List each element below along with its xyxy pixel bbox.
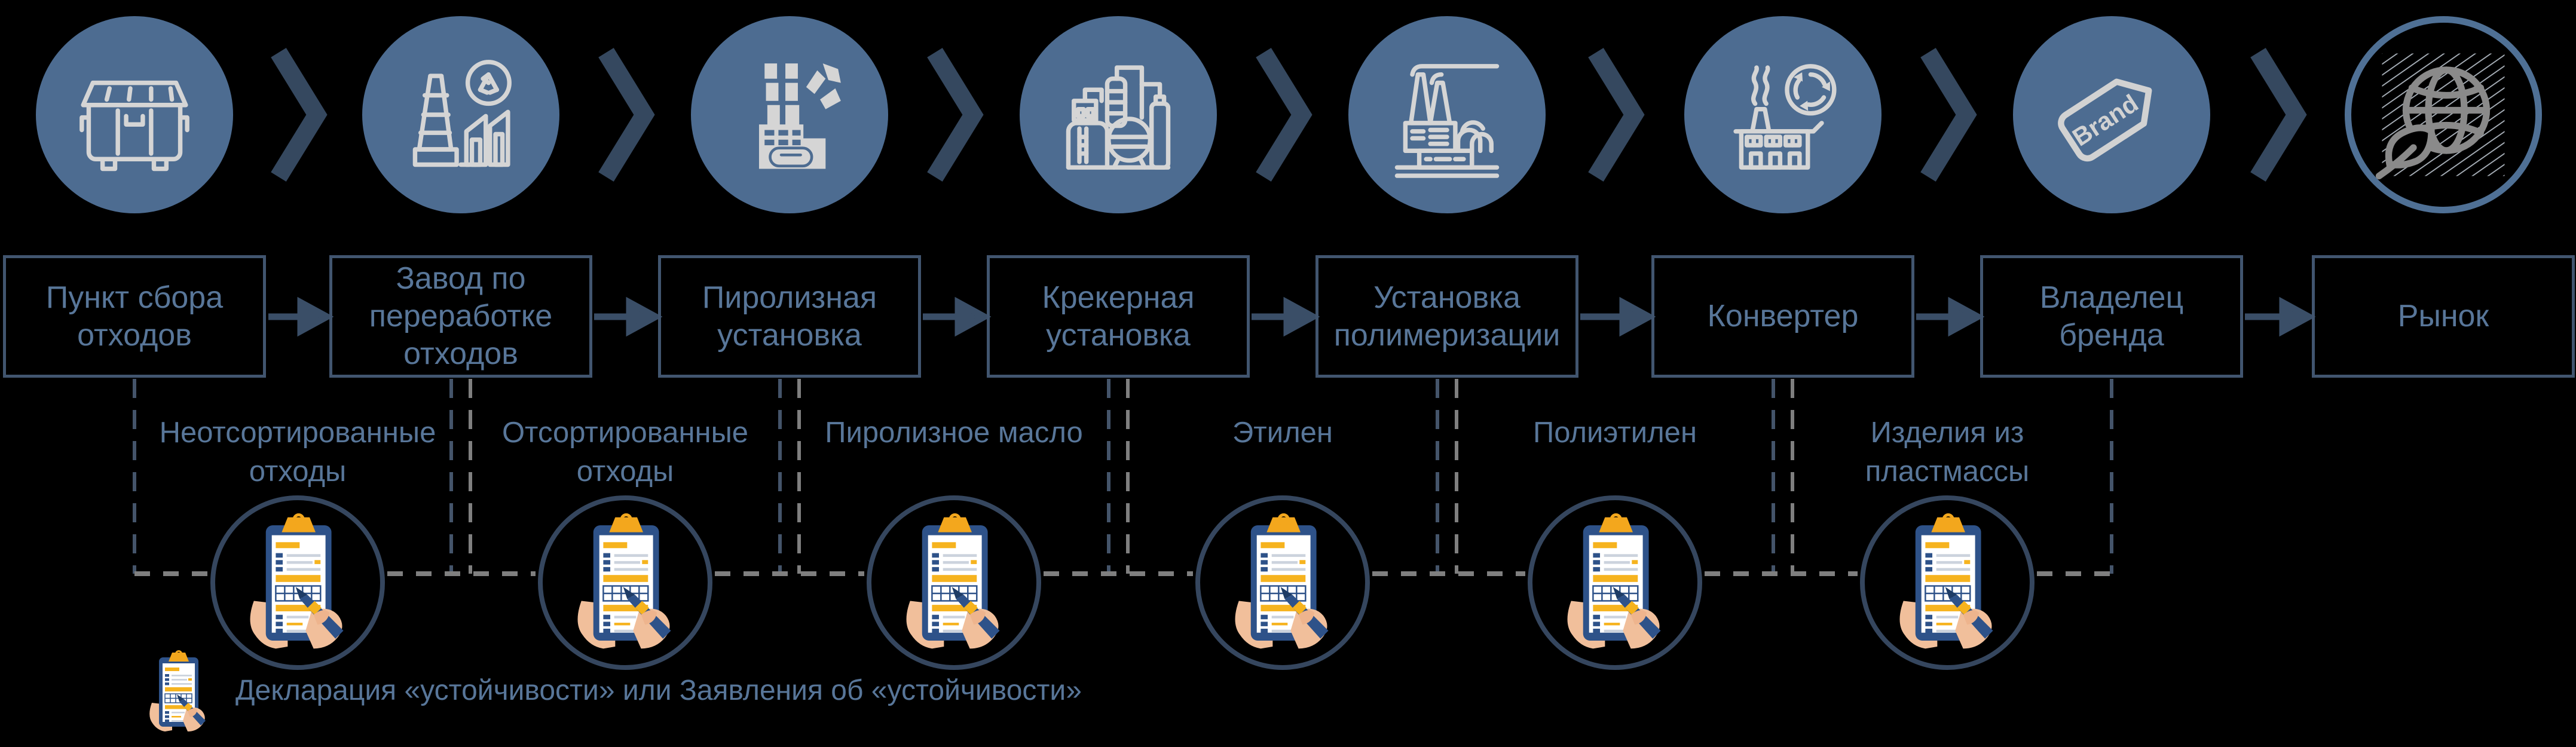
legend-text: Декларация «устойчивости» или Заявления … [235,674,1082,706]
stage-circle-collection-point [36,16,233,213]
stage-box-brand-owner: Владелец бренда [1980,255,2243,378]
declaration-checkpoint-5 [1528,495,1702,670]
stage-label: Пиролизная установка [702,280,877,353]
legend: Декларация «устойчивости» или Заявления … [142,650,1082,734]
declaration-clipboard-icon [1223,513,1342,653]
stage-circle-market [2345,16,2542,213]
flow-label-sorted-waste: Отсортированные отходы [501,417,749,488]
declaration-clipboard-icon [1555,513,1675,653]
stage-label: Конвертер [1707,299,1859,334]
stage-label: Пункт сбора отходов [45,280,224,353]
stage-circle-brand-owner: Brand [2013,16,2210,213]
stage-box-polymerization-unit: Установка полимеризации [1315,255,1578,378]
stage-label: Владелец бренда [2039,280,2184,353]
stage-circle-cracker-unit [1020,16,1217,213]
stage-circle-pyrolysis-plant [691,16,888,213]
stage-label: Установка полимеризации [1333,280,1561,353]
declaration-checkpoint-6 [1860,495,2035,670]
declaration-clipboard-icon [238,513,357,653]
recycling-plant-icon [412,60,512,167]
stage-box-cracker-unit: Крекерная установка [987,255,1250,378]
flow-label-plastic-goods: Изделия из пластмассы [1865,417,2030,488]
cracker-refinery-icon [1066,65,1171,170]
declaration-checkpoint-3 [867,495,1041,670]
brand-tag-text: Brand [2067,88,2143,151]
declaration-checkpoint-4 [1195,495,1370,670]
dumpster-icon [79,80,189,172]
stage-box-collection-point: Пункт сбора отходов [3,255,266,378]
declaration-clipboard-icon [1887,513,2007,653]
stage-box-recycling-plant: Завод по переработке отходов [329,255,592,378]
stage-circle-converter [1684,16,1881,213]
declaration-checkpoint-2 [538,495,712,670]
declaration-checkpoint-1 [210,495,385,670]
declaration-clipboard-icon [142,650,214,734]
pyrolysis-plant-icon [758,63,841,169]
stage-label: Рынок [2397,299,2489,334]
brand-tag-icon: Brand [2058,78,2152,162]
stage-box-pyrolysis-plant: Пиролизная установка [658,255,921,378]
stage-circle-recycling-plant [362,16,559,213]
stage-label: Завод по переработке отходов [369,261,553,371]
stage-label: Крекерная установка [1042,280,1195,353]
polymerization-plant-icon [1394,64,1500,178]
declaration-clipboard-icon [565,513,685,653]
flow-label-pyrolysis-oil: Пиролизное масло [825,417,1083,449]
stage-box-market: Рынок [2312,255,2575,378]
declaration-clipboard-icon [894,513,1014,653]
stage-circle-polymerization-unit [1348,16,1546,213]
stage-box-converter: Конвертер [1651,255,1914,378]
converter-plant-icon [1733,64,1837,170]
flow-label-ethylene: Этилен [1232,417,1333,449]
flow-label-unsorted-waste: Неотсортированные отходы [159,417,436,488]
flow-label-polyethylene: Полиэтилен [1533,417,1697,449]
sustainable-globe-icon [2375,53,2505,180]
